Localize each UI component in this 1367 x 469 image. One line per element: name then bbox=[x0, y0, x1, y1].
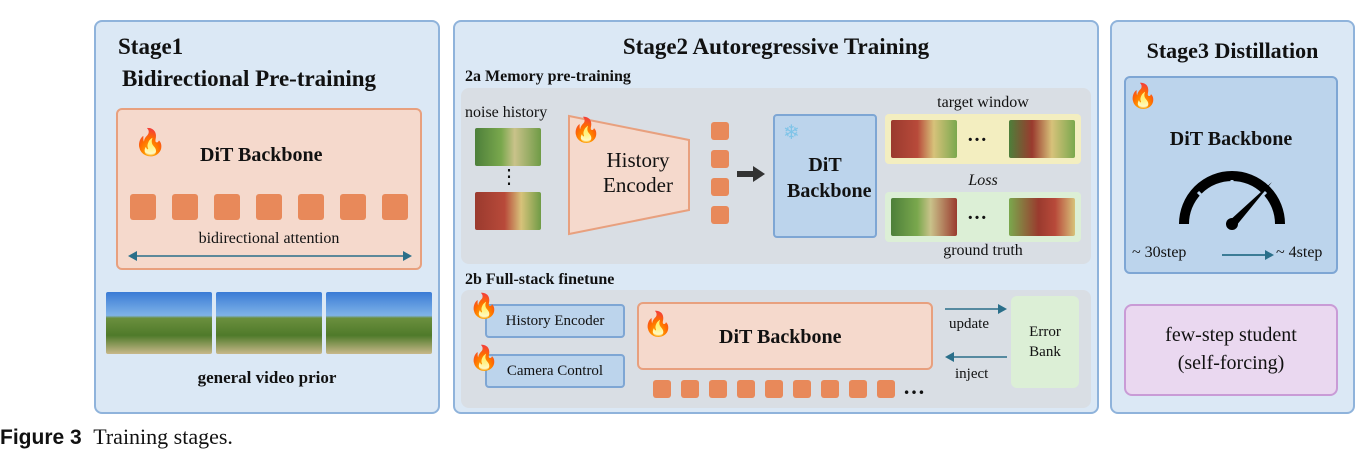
loss-label: Loss bbox=[968, 172, 998, 189]
from-step-label: ~ 30step bbox=[1132, 244, 1187, 261]
attention-label: bidirectional attention bbox=[198, 230, 340, 247]
student-box: few-step student (self-forcing) bbox=[1124, 304, 1338, 396]
stage3-backbone-label: DiT Backbone bbox=[1169, 128, 1293, 150]
camera-control-box: Camera Control bbox=[485, 354, 625, 388]
token bbox=[214, 194, 240, 220]
stage2b-area: History Encoder 🔥 Camera Control 🔥 🔥 DiT… bbox=[461, 290, 1091, 408]
figure-caption: Figure 3 Training stages. bbox=[0, 424, 233, 450]
vdots: ⋮ bbox=[499, 166, 519, 188]
token bbox=[849, 380, 867, 398]
stage2b-title: 2b Full-stack finetune bbox=[465, 271, 615, 288]
bidirectional-arrow bbox=[128, 251, 412, 261]
error-bank-label: Error Bank bbox=[1029, 324, 1061, 360]
history-encoder-box: History Encoder bbox=[485, 304, 625, 338]
ellipsis: … bbox=[903, 374, 925, 399]
token bbox=[172, 194, 198, 220]
ellipsis: … bbox=[967, 124, 987, 146]
target-window-box: … bbox=[885, 114, 1081, 164]
stage3-title: Stage3 Distillation bbox=[1146, 38, 1319, 63]
token bbox=[737, 380, 755, 398]
flame-icon: 🔥 bbox=[469, 292, 499, 320]
landscape-photo bbox=[216, 292, 322, 354]
stage1-backbone-label: DiT Backbone bbox=[200, 144, 323, 166]
speedometer-icon bbox=[1179, 171, 1285, 230]
flame-icon: 🔥 bbox=[643, 310, 673, 338]
gt-frame-photo bbox=[891, 198, 957, 236]
token bbox=[709, 380, 727, 398]
stage2-panel: Stage2 Autoregressive Training 2a Memory… bbox=[453, 20, 1099, 414]
arrow-right-icon bbox=[737, 166, 765, 182]
figure-label: Figure 3 bbox=[0, 426, 82, 449]
token bbox=[130, 194, 156, 220]
stage3-panel: Stage3 Distillation 🔥 DiT Backbone ~ 30s… bbox=[1110, 20, 1355, 414]
error-bank-box: Error Bank bbox=[1011, 296, 1079, 388]
token bbox=[877, 380, 895, 398]
stage2a-backbone-label: DiT Backbone bbox=[787, 154, 872, 202]
gt-frame-photo bbox=[1009, 198, 1075, 236]
stage2a-title: 2a Memory pre-training bbox=[465, 68, 631, 85]
history-frame-photo bbox=[475, 192, 541, 230]
token bbox=[711, 122, 729, 140]
landscape-photo bbox=[106, 292, 212, 354]
token bbox=[653, 380, 671, 398]
camera-control-label: Camera Control bbox=[506, 363, 604, 379]
token bbox=[382, 194, 408, 220]
target-frame-photo bbox=[1009, 120, 1075, 158]
token bbox=[711, 206, 729, 224]
history-encoder-shape bbox=[568, 114, 690, 236]
token bbox=[340, 194, 366, 220]
ellipsis: … bbox=[967, 202, 987, 224]
student-line1: few-step student bbox=[1165, 324, 1297, 346]
history-frame-photo bbox=[475, 128, 541, 166]
student-line2: (self-forcing) bbox=[1177, 352, 1285, 374]
token bbox=[793, 380, 811, 398]
token bbox=[711, 178, 729, 196]
update-label: update bbox=[949, 316, 989, 332]
inject-label: inject bbox=[955, 366, 989, 382]
token bbox=[765, 380, 783, 398]
stage1-subtitle: Bidirectional Pre-training bbox=[122, 66, 377, 91]
flame-icon: 🔥 bbox=[1128, 82, 1158, 110]
to-step-label: ~ 4step bbox=[1276, 244, 1323, 261]
token bbox=[711, 150, 729, 168]
stage2a-backbone-box: ❄ DiT Backbone bbox=[773, 114, 877, 238]
step-arrow bbox=[1222, 250, 1274, 260]
history-encoder-box-label: History Encoder bbox=[505, 313, 605, 329]
ground-truth-label: ground truth bbox=[943, 242, 1023, 259]
flame-icon: 🔥 bbox=[134, 128, 167, 158]
token bbox=[821, 380, 839, 398]
prior-label: general video prior bbox=[197, 368, 337, 387]
stage1-title: Stage1 bbox=[118, 34, 184, 59]
noise-history-label: noise history bbox=[465, 104, 548, 121]
target-window-label: target window bbox=[937, 94, 1029, 111]
history-encoder-label: History Encoder bbox=[603, 148, 673, 197]
snowflake-icon: ❄ bbox=[783, 120, 800, 144]
figure-text: Training stages. bbox=[93, 424, 233, 449]
stage2b-backbone-label: DiT Backbone bbox=[719, 326, 842, 348]
stage3-backbone-box: 🔥 DiT Backbone ~ 30step ~ 4step bbox=[1124, 76, 1338, 274]
flame-icon: 🔥 bbox=[571, 116, 601, 144]
stage1-backbone-box: 🔥 DiT Backbone bidirectional attention bbox=[116, 108, 422, 270]
target-frame-photo bbox=[891, 120, 957, 158]
landscape-photo bbox=[326, 292, 432, 354]
update-arrow bbox=[945, 304, 1007, 314]
token bbox=[256, 194, 282, 220]
stage2-title: Stage2 Autoregressive Training bbox=[622, 34, 930, 59]
flame-icon: 🔥 bbox=[469, 344, 499, 372]
token bbox=[298, 194, 324, 220]
ground-truth-box: … bbox=[885, 192, 1081, 242]
token bbox=[681, 380, 699, 398]
stage2a-area: noise history ⋮ 🔥 History Encoder ❄ DiT … bbox=[461, 88, 1091, 264]
inject-arrow bbox=[945, 352, 1007, 362]
stage2b-backbone-box: 🔥 DiT Backbone bbox=[637, 302, 933, 370]
stage1-panel: Stage1 Bidirectional Pre-training 🔥 DiT … bbox=[94, 20, 440, 414]
